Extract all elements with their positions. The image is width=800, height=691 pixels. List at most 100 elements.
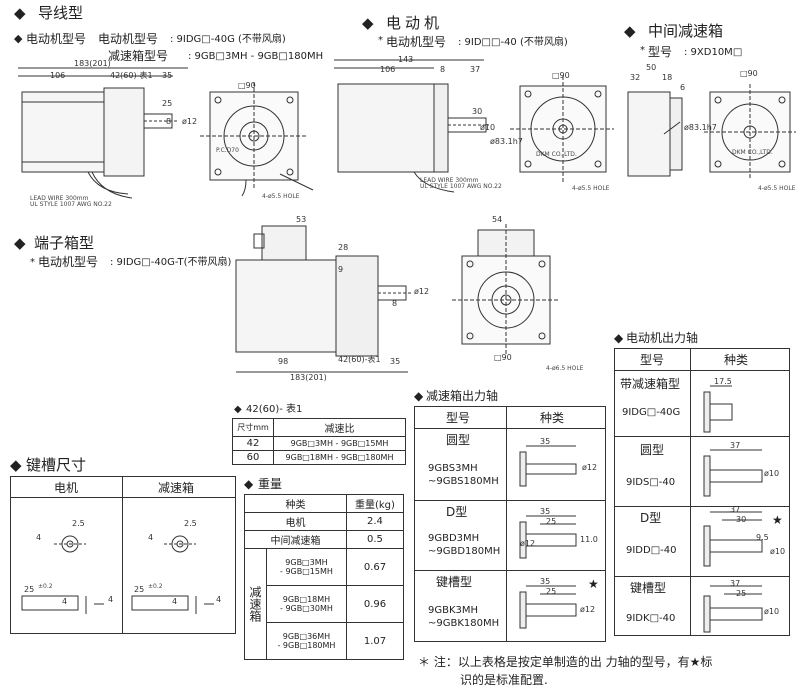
ms-key-25: 25: [736, 589, 747, 598]
dim-183: 183(201): [74, 59, 111, 68]
dim-90: □90: [494, 353, 512, 362]
gs-d-25: 25: [546, 517, 557, 526]
note-line-2: 识的是标准配置.: [460, 673, 548, 687]
brand-label: DKM CO.,LTD.: [732, 149, 773, 156]
cell-kind: 电机: [244, 512, 347, 531]
keyway-col-gear: 减速箱: [158, 481, 195, 495]
gear-model-value: : 9GB□3MH - 9GB□180MH: [188, 51, 324, 62]
dim-50: 50: [646, 63, 657, 72]
weight-title: 重量: [258, 477, 283, 491]
ms-key-phi: ø10: [764, 607, 780, 616]
star-icon: ★: [588, 577, 599, 591]
dim-phi10: ø10: [480, 123, 496, 132]
bullet: ◆: [624, 22, 636, 40]
ms-d-37: 37: [730, 505, 741, 514]
cell-ratio: 9GB□18MH - 9GB□180MH: [273, 450, 406, 465]
gs-type-d: D型: [446, 505, 468, 519]
bullet: ◆: [234, 404, 242, 415]
ms-round-37: 37: [730, 441, 741, 450]
cell-weight: 2.4: [345, 512, 405, 531]
table1-title: 42(60)- 表1: [246, 404, 303, 415]
brand-label: DKM CO.,LTD.: [536, 151, 577, 158]
ms-d-phi: ø10: [770, 547, 786, 556]
keyway-table: [10, 476, 236, 634]
dim-53: 53: [296, 215, 307, 224]
terminal-model-value: : 9IDG□-40G-T(不带风扇): [110, 257, 232, 268]
cell-weight: 0.67: [345, 548, 405, 586]
cell-kind: 中间减速箱: [244, 530, 347, 549]
dim-35: 35: [162, 71, 173, 80]
kw-m-4c: 4: [62, 597, 68, 606]
table1-col-ratio: 减速比: [273, 418, 406, 437]
kw-m-tol25: ±0.2: [38, 583, 53, 590]
gear-shaft-col-kind: 种类: [540, 411, 565, 425]
table-row: 9GB□18MH - 9GB□30MH 0.96: [245, 585, 405, 623]
gear-model-label: 减速箱型号: [108, 49, 169, 63]
gs-key-35: 35: [540, 577, 551, 586]
section-title-motor: 电动机: [386, 14, 444, 32]
kw-g-4: 4: [148, 533, 154, 542]
motor-model-label-2: 电动机型号: [98, 32, 159, 46]
motor-model-value: : 9IDG□-40G (不带风扇): [170, 34, 286, 45]
bullet: ◆: [414, 389, 424, 403]
dim-6: 6: [680, 83, 686, 92]
table-row: 电机 2.4: [244, 512, 405, 531]
ms-key-37: 37: [730, 579, 741, 588]
ms-d-9-5: 9.5: [756, 533, 769, 542]
motor-shaft-title: 电动机出力轴: [626, 331, 699, 345]
ms-model-round: 9IDS□-40: [626, 477, 676, 488]
gear-shaft-table: [414, 406, 606, 642]
bullet: ◆: [10, 456, 22, 474]
dim-phi83: ø83.1h7: [490, 137, 523, 146]
cell-size: 42: [232, 436, 274, 451]
table-row: 中间减速箱 0.5: [244, 530, 405, 549]
divider: [414, 428, 606, 429]
asterisk: *: [378, 35, 383, 46]
note-line-1: ＊ 注：以上表格是按定单制造的出 力轴的型号，有★标: [418, 655, 713, 669]
dim-106: 106: [50, 71, 66, 80]
weight-col-kind: 种类: [244, 494, 347, 513]
dim-42-table1: 42(60)-表1: [338, 355, 381, 364]
kw-g-25: 25: [134, 585, 145, 594]
dim-35: 35: [390, 357, 401, 366]
dim-143: 143: [398, 55, 414, 64]
hole-note: 4-ø6.5 HOLE: [546, 365, 584, 372]
cell-weight: 1.07: [345, 622, 405, 660]
dim-28: 28: [338, 243, 349, 252]
ms-type-d: D型: [640, 511, 662, 525]
gear-group-label: 减速箱: [244, 548, 267, 660]
cell-kind: 9GB□3MH - 9GB□15MH: [266, 548, 347, 586]
ms-model-d: 9IDD□-40: [626, 545, 677, 556]
kw-g-2-5: 2.5: [184, 519, 197, 528]
divider: [506, 406, 507, 642]
divider: [690, 348, 691, 636]
dim-8: 8: [166, 117, 172, 126]
mid-model-label: 型号: [648, 45, 673, 59]
ms-model-key: 9IDK□-40: [626, 613, 676, 624]
dim-37: 37: [470, 65, 481, 74]
kw-m-25: 25: [24, 585, 35, 594]
gs-d-phi: ø12: [520, 539, 536, 548]
bullet: ◆: [14, 234, 26, 252]
motor-drawing: [334, 59, 614, 193]
gs-model-key: 9GBK3MH ~9GBK180MH: [428, 605, 500, 629]
divider: [614, 370, 790, 371]
terminal-drawing: [235, 224, 560, 373]
keyway-col-motor: 电机: [54, 481, 79, 495]
motor-shaft-drawings: [703, 385, 763, 633]
motor-shaft-table: [614, 348, 790, 636]
kw-m-2-5: 2.5: [72, 519, 85, 528]
ms-type-key: 键槽型: [630, 581, 667, 595]
keyway-title: 键槽尺寸: [26, 456, 87, 474]
motor-shaft-col-model: 型号: [640, 353, 665, 367]
dim-25: 25: [162, 99, 173, 108]
motor-model-value: : 9ID□□-40 (不带风扇): [458, 37, 568, 48]
kw-m-4: 4: [36, 533, 42, 542]
divider: [614, 576, 790, 577]
table-row: 42 9GB□3MH - 9GB□15MH: [232, 436, 406, 451]
bullet: ◆: [244, 477, 254, 491]
dim-8: 8: [392, 299, 398, 308]
section-title-mid: 中间减速箱: [648, 22, 724, 40]
mid-gearbox-drawing: [627, 84, 796, 180]
dim-42-table1: 42(60)-表1: [110, 71, 153, 80]
